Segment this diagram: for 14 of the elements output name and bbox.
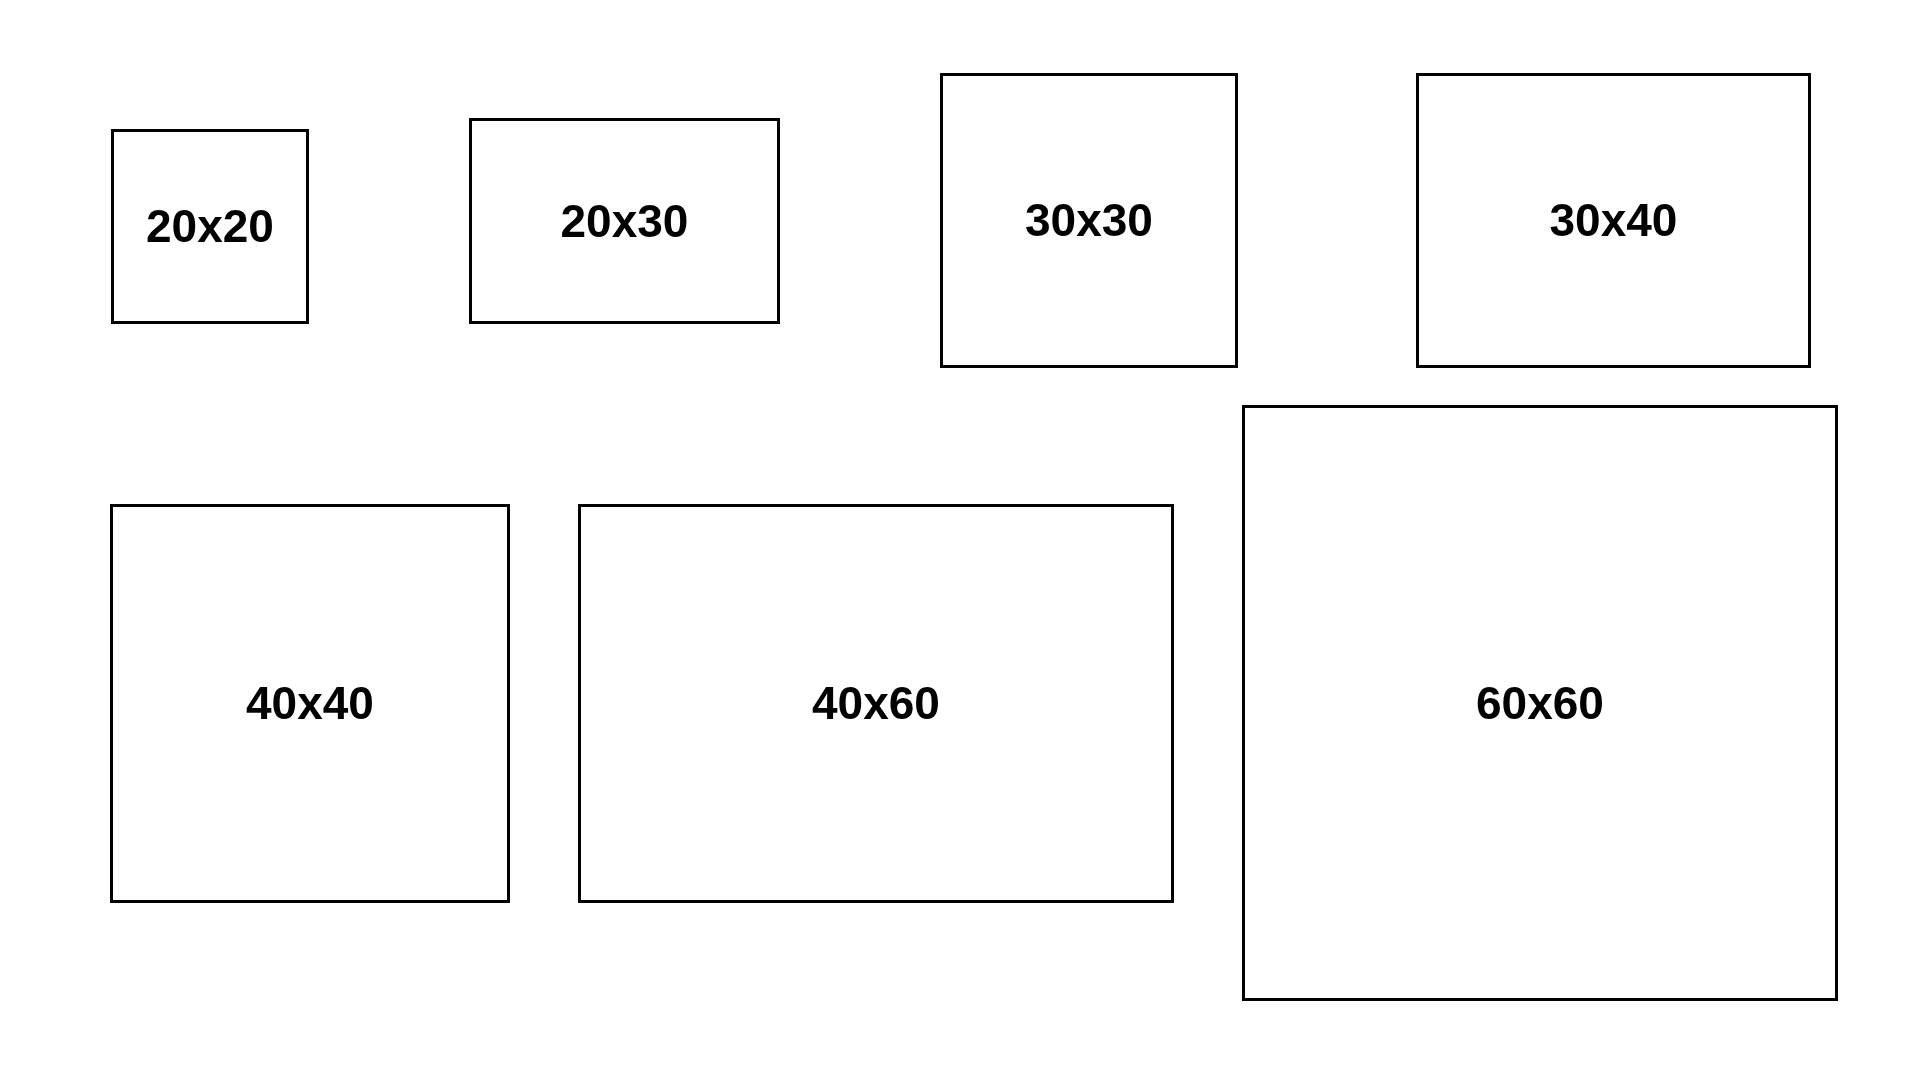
size-label: 40x40 (246, 678, 374, 729)
size-panel (1416, 73, 1811, 368)
size-panel (111, 129, 309, 324)
size-panel (1242, 405, 1838, 1001)
size-label: 20x30 (560, 195, 689, 247)
size-label: 30x40 (1549, 195, 1678, 246)
size-panel (110, 504, 510, 903)
size-label: 40x60 (812, 678, 940, 729)
size-label: 60x60 (1476, 677, 1604, 729)
size-label: 30x30 (1025, 195, 1153, 246)
size-panel (940, 73, 1238, 368)
size-panel (578, 504, 1174, 903)
size-label: 20x20 (146, 201, 274, 252)
size-panel (469, 118, 780, 324)
